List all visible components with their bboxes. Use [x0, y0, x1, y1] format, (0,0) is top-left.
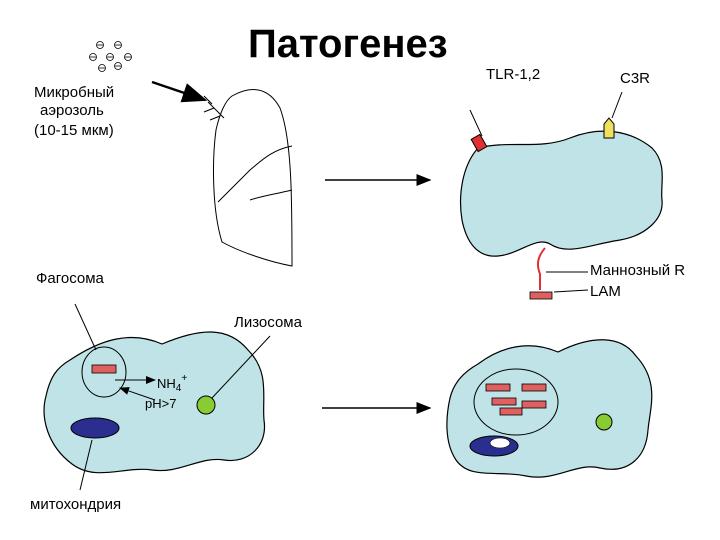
tlr-receptor [470, 133, 488, 153]
c3r-label: C3R [620, 70, 651, 87]
mitochondria-pointer-line [79, 439, 93, 491]
aerosol-label-line3: (10-15 мкм) [34, 122, 114, 139]
tlr-label: TLR-1,2 [486, 66, 541, 83]
mitochondria-left [70, 417, 120, 439]
c3r-pointer-line [611, 91, 623, 119]
nh4-label: NH4+ [157, 370, 187, 398]
lysosome-left [196, 395, 216, 415]
bacteria-group [485, 383, 547, 416]
phagosome-pointer-line [74, 303, 97, 351]
lysosome-pointer-line [211, 335, 271, 399]
ph-arrow [119, 387, 156, 401]
tlr-pointer-line [469, 109, 483, 137]
aerosol-label-line2: аэрозоль [40, 102, 104, 119]
lung-icon [203, 89, 293, 267]
lysosome-right [595, 413, 613, 431]
ph-label: pH>7 [145, 396, 177, 411]
aerosol-particles-icon [89, 41, 132, 72]
c3r-receptor [603, 117, 615, 139]
lam-label: LAM [590, 283, 621, 300]
macrophage-cell [459, 130, 663, 257]
bacterium-in-phagosome [91, 364, 117, 374]
aerosol-label-line1: Микробный [34, 84, 115, 101]
mitochondria-spot [489, 437, 511, 449]
phagosome-label: Фагосома [36, 270, 104, 287]
nh4-subscript: 4 [175, 383, 182, 394]
arrow-to-lung [151, 80, 208, 103]
nh4-superscript: + [181, 373, 188, 384]
nh4-base: NH [157, 376, 176, 391]
lam-molecule [529, 291, 553, 300]
mitochondria-label: митохондрия [30, 496, 122, 513]
lam-pointer-line [553, 289, 589, 293]
lysosome-label: Лизосома [234, 314, 302, 331]
page-title: Патогенез [248, 22, 448, 66]
mannose-r-label: Маннозный R [590, 262, 686, 279]
mannose-receptor [536, 247, 546, 290]
